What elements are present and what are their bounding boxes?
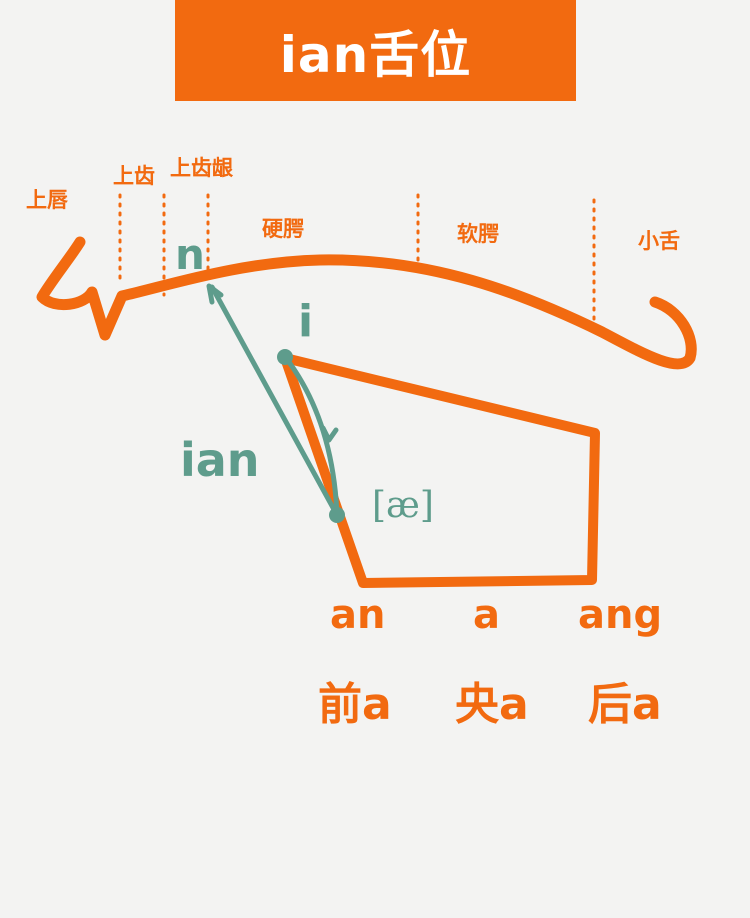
label-final-an: an — [330, 592, 386, 638]
point-i — [277, 349, 293, 365]
label-upper-gum: 上齿龈 — [170, 156, 233, 180]
label-i: i — [298, 296, 314, 347]
page-title: ian舌位 — [279, 25, 472, 84]
palate-curve — [36, 236, 697, 370]
arrowhead-up — [206, 283, 224, 305]
label-ian: ian — [180, 433, 260, 487]
ian-path — [206, 283, 340, 518]
label-uvula: 小舌 — [638, 229, 680, 253]
label-upper-lip: 上唇 — [26, 188, 68, 212]
title-banner: ian舌位 — [175, 0, 576, 101]
label-soft-palate: 软腭 — [457, 222, 499, 246]
label-upper-teeth: 上齿 — [113, 164, 155, 188]
label-ae: [æ] — [372, 485, 434, 526]
path-ae-to-n — [209, 284, 340, 518]
label-final-a: a — [473, 592, 500, 638]
label-back-a: 后a — [588, 679, 662, 730]
label-final-ang: ang — [578, 592, 663, 638]
label-front-a: 前a — [318, 679, 392, 730]
point-ae — [329, 507, 345, 523]
label-n: n — [175, 230, 205, 279]
arrowhead-down — [320, 425, 339, 443]
label-central-a: 央a — [455, 679, 529, 730]
label-hard-palate: 硬腭 — [262, 217, 304, 241]
